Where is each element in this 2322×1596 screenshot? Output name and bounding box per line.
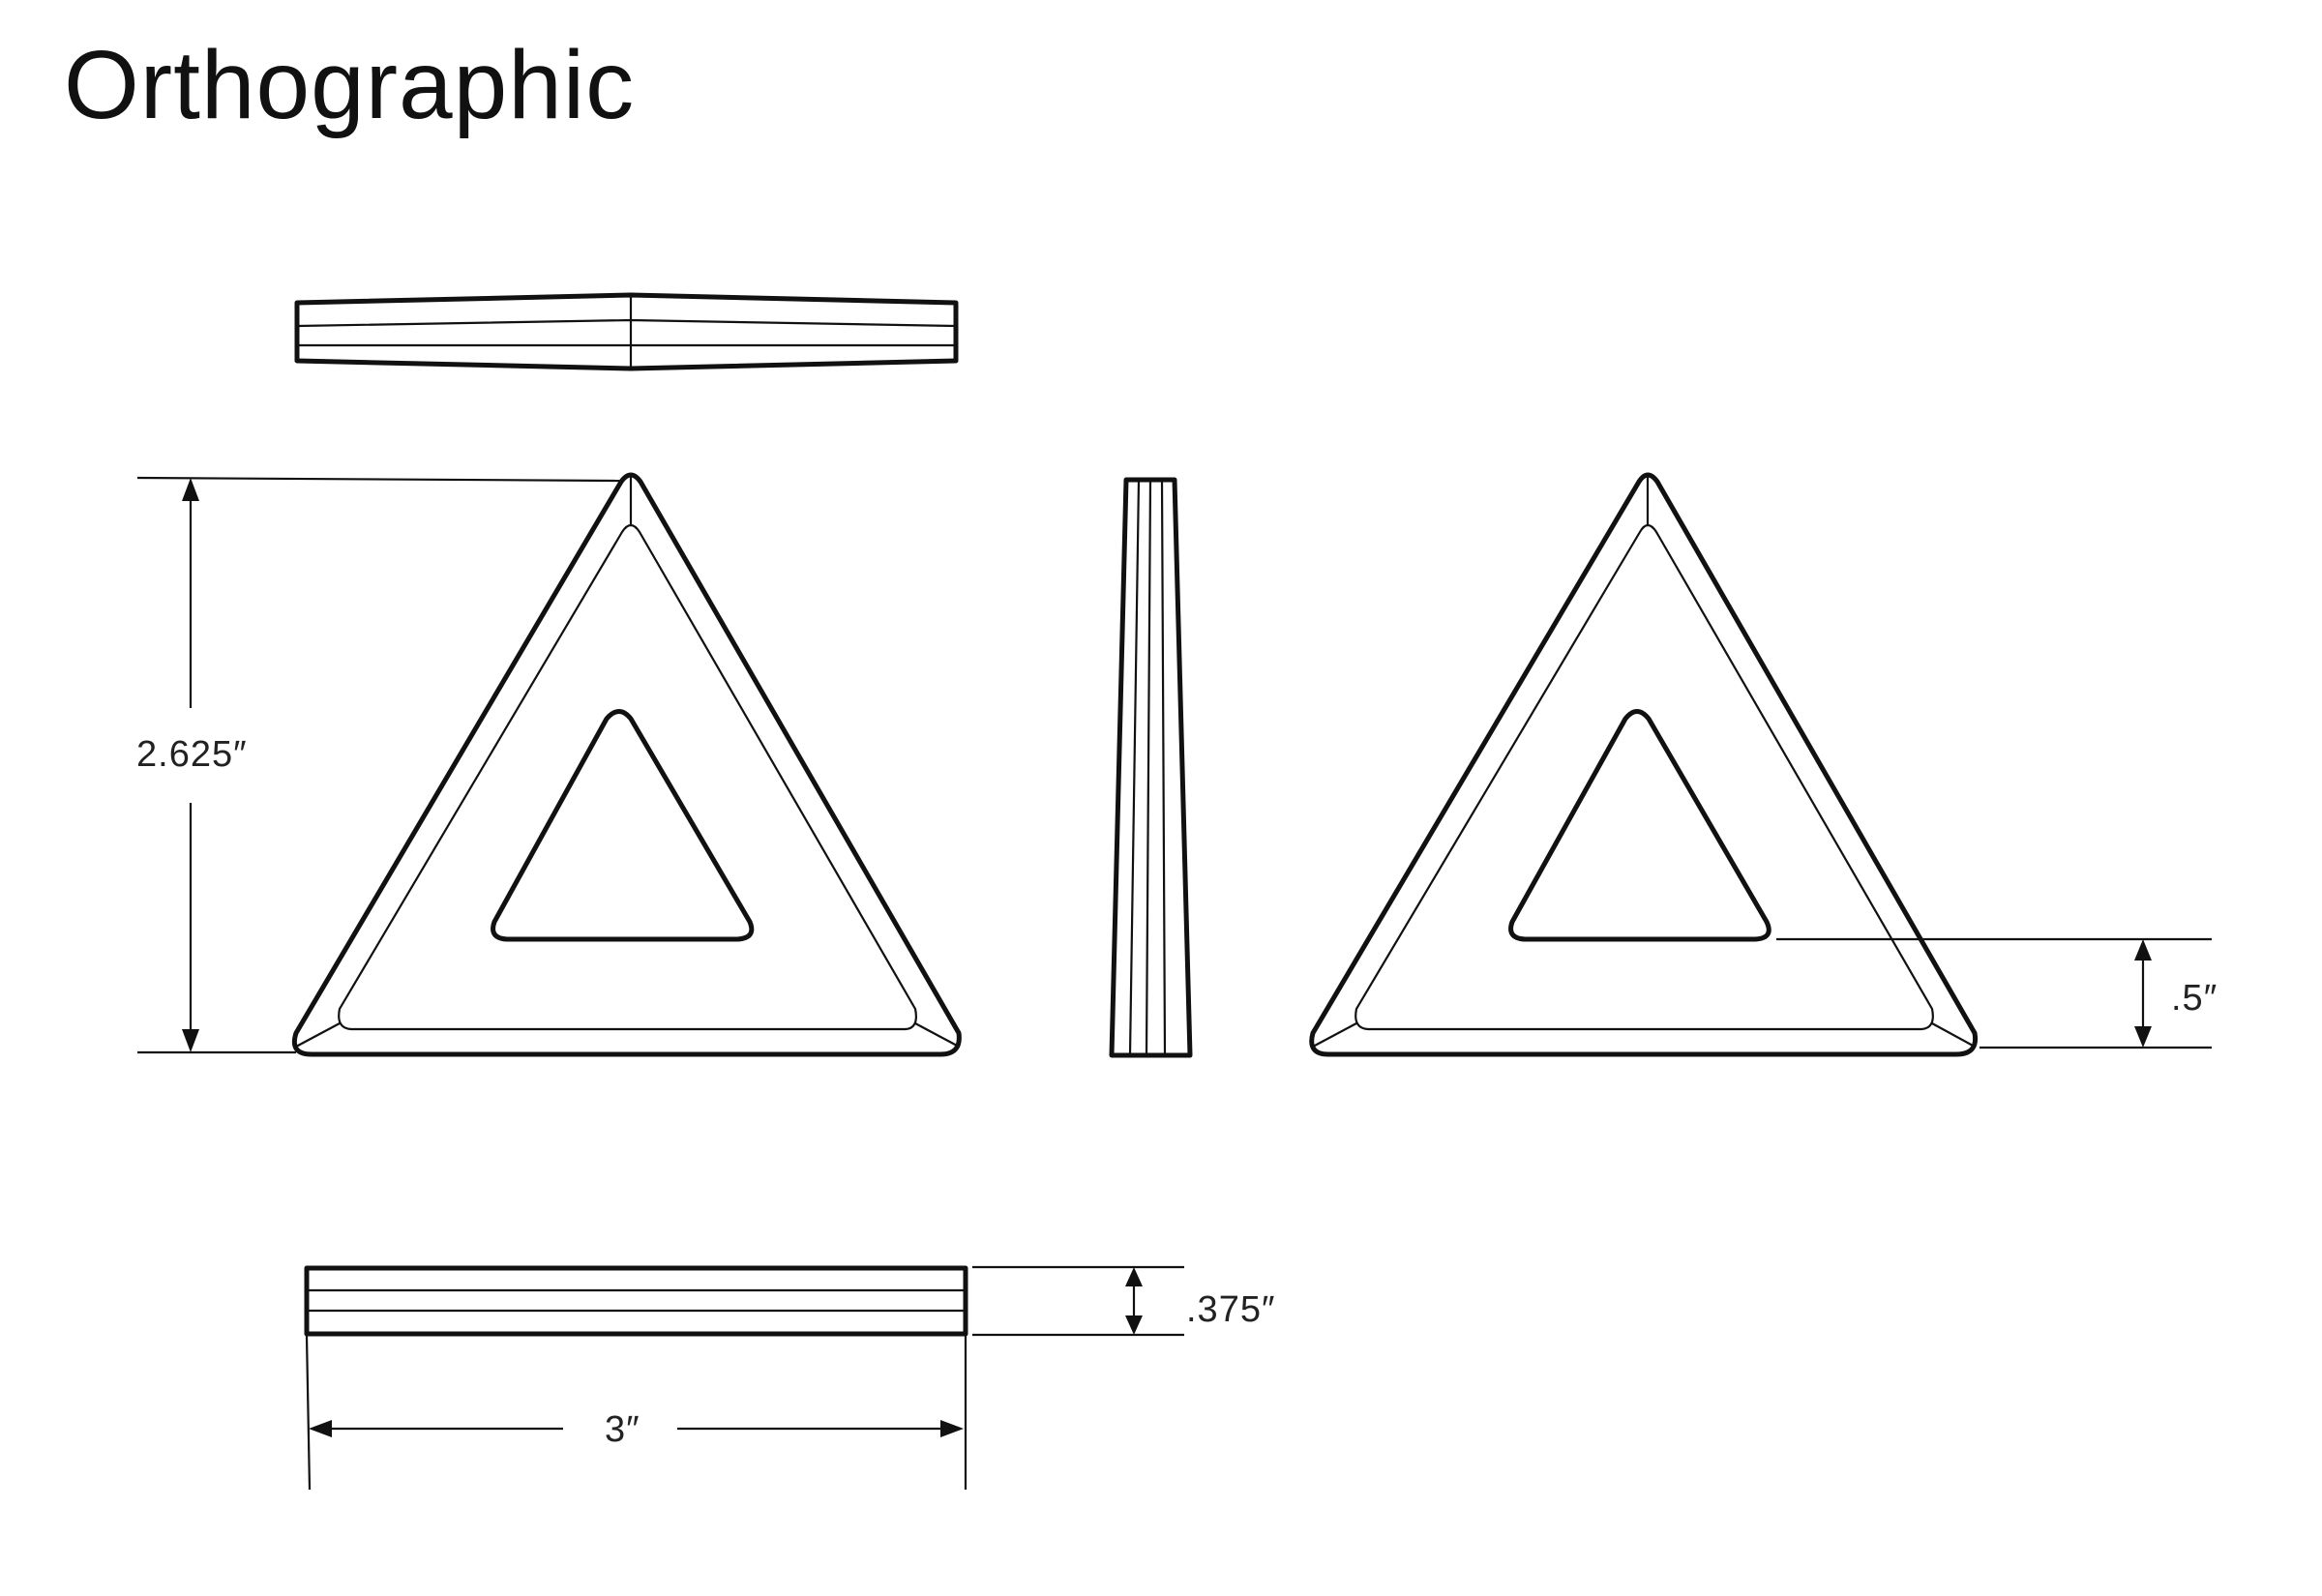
rear-view [1309, 472, 1979, 1057]
thickness-dimension: .375″ [972, 1265, 1275, 1337]
front-view [291, 472, 962, 1057]
width-dimension: 3″ [305, 1335, 968, 1491]
height-label: 2.625″ [136, 734, 248, 775]
width-label: 3″ [605, 1409, 640, 1450]
side-view [1109, 477, 1193, 1058]
top-view [294, 292, 959, 371]
bottom-view [304, 1265, 968, 1337]
page-title: Orthographic [64, 31, 636, 139]
thickness-label: .375″ [1186, 1289, 1275, 1330]
slot-height-dimension: .5″ [1776, 937, 2218, 1049]
slot-height-label: .5″ [2171, 978, 2218, 1019]
height-dimension: 2.625″ [136, 476, 620, 1054]
